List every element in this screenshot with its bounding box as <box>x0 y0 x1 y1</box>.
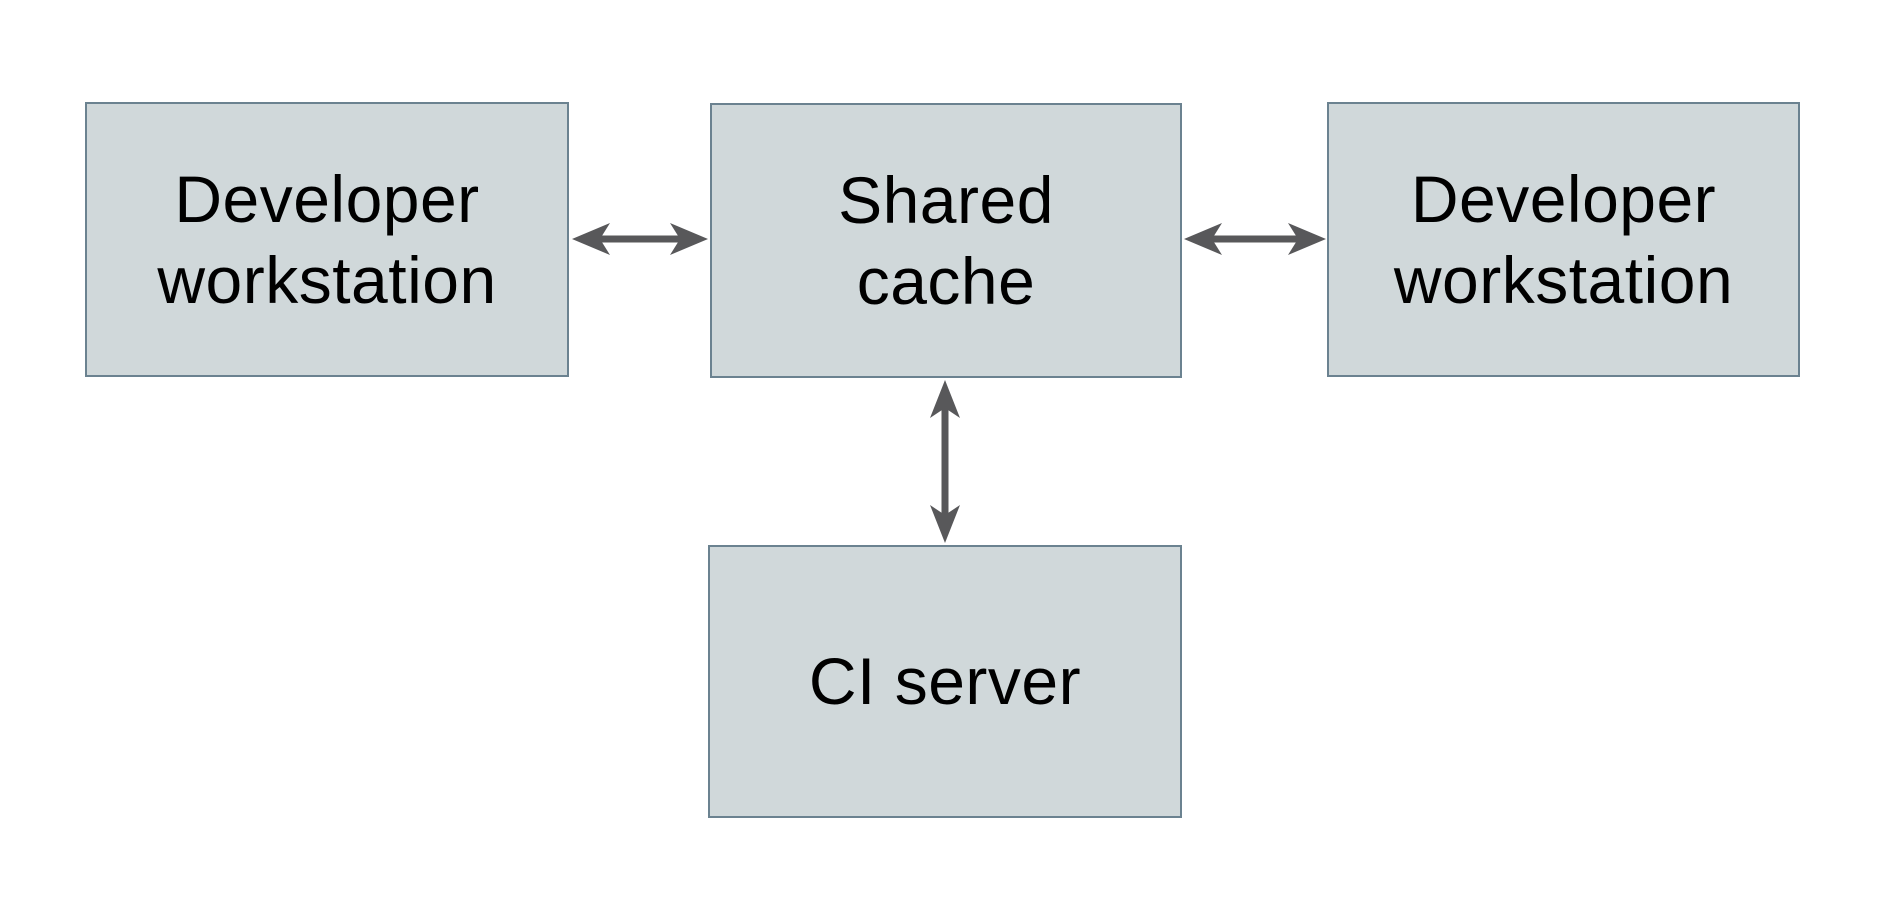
node-label: Shared cache <box>838 162 1054 318</box>
node-label: Developer workstation <box>157 161 497 317</box>
node-shared-cache: Shared cache <box>710 103 1182 378</box>
edge-cache-devright-arrow <box>1184 223 1326 255</box>
arrowhead-right-icon <box>670 223 708 255</box>
arrowhead-left-icon <box>572 223 610 255</box>
arrowhead-left-icon <box>1184 223 1222 255</box>
arrowhead-down-icon <box>930 505 960 543</box>
edge-devleft-cache-arrow <box>572 223 708 255</box>
edge-cache-ciserver-arrow <box>930 380 960 543</box>
node-ci-server: CI server <box>708 545 1182 818</box>
node-label: CI server <box>808 644 1082 719</box>
node-developer-workstation-left: Developer workstation <box>85 102 569 377</box>
arrowhead-right-icon <box>1288 223 1326 255</box>
arrowhead-up-icon <box>930 380 960 418</box>
node-label: Developer workstation <box>1393 161 1734 317</box>
node-developer-workstation-right: Developer workstation <box>1327 102 1800 377</box>
